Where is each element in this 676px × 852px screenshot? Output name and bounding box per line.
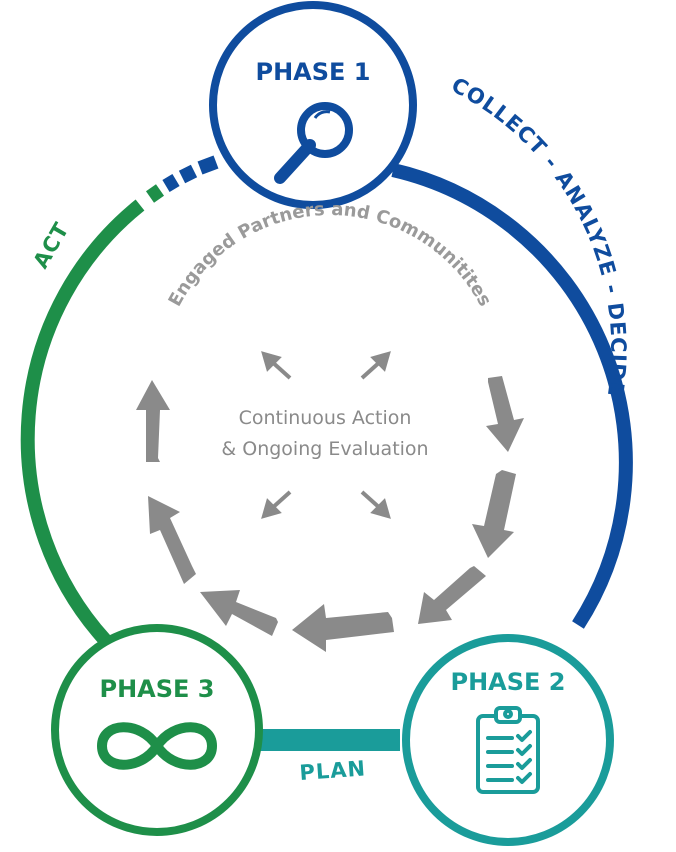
cycle-arrow-2: [472, 470, 516, 558]
phase-1-label: PHASE 1: [256, 58, 371, 86]
center-line-1: Continuous Action: [239, 407, 412, 429]
cycle-arrow-6: [148, 496, 196, 584]
arrow-se-icon: [360, 490, 391, 519]
collect-dash-1: [162, 173, 180, 193]
phase-3-node[interactable]: PHASE 3: [51, 624, 263, 836]
phase-1-node[interactable]: PHASE 1: [209, 1, 417, 209]
arrow-nw-icon: [261, 351, 292, 380]
inner-disc: [35, 160, 615, 740]
arrow-ne-icon: [360, 351, 391, 380]
clipboard-checklist-icon: [476, 706, 540, 794]
phase-2-label: PHASE 2: [451, 668, 566, 696]
infinity-icon: [97, 722, 217, 770]
cycle-arrow-1: [486, 376, 524, 452]
cycle-arrow-5: [200, 590, 278, 636]
collect-dash-3: [197, 155, 219, 175]
cycle-arrow-3: [418, 566, 486, 624]
cycle-arrows: [136, 376, 524, 652]
small-arrows: [261, 351, 391, 519]
act-label: ACT: [29, 218, 74, 272]
phase-2-node[interactable]: PHASE 2: [402, 634, 614, 846]
center-line-2: & Ongoing Evaluation: [221, 438, 428, 460]
act-dash-1: [145, 184, 165, 203]
phase-3-label: PHASE 3: [100, 675, 215, 703]
magnifier-icon: [274, 102, 353, 184]
plan-label: PLAN: [299, 756, 367, 785]
act-arc: [20, 199, 145, 645]
arrow-sw-icon: [261, 490, 292, 519]
collect-dash-2: [178, 164, 198, 184]
phase-3-circle: [51, 624, 263, 836]
cycle-arrow-7: [136, 380, 170, 462]
cycle-arrow-4: [292, 604, 394, 652]
collect-arc: [391, 163, 633, 629]
